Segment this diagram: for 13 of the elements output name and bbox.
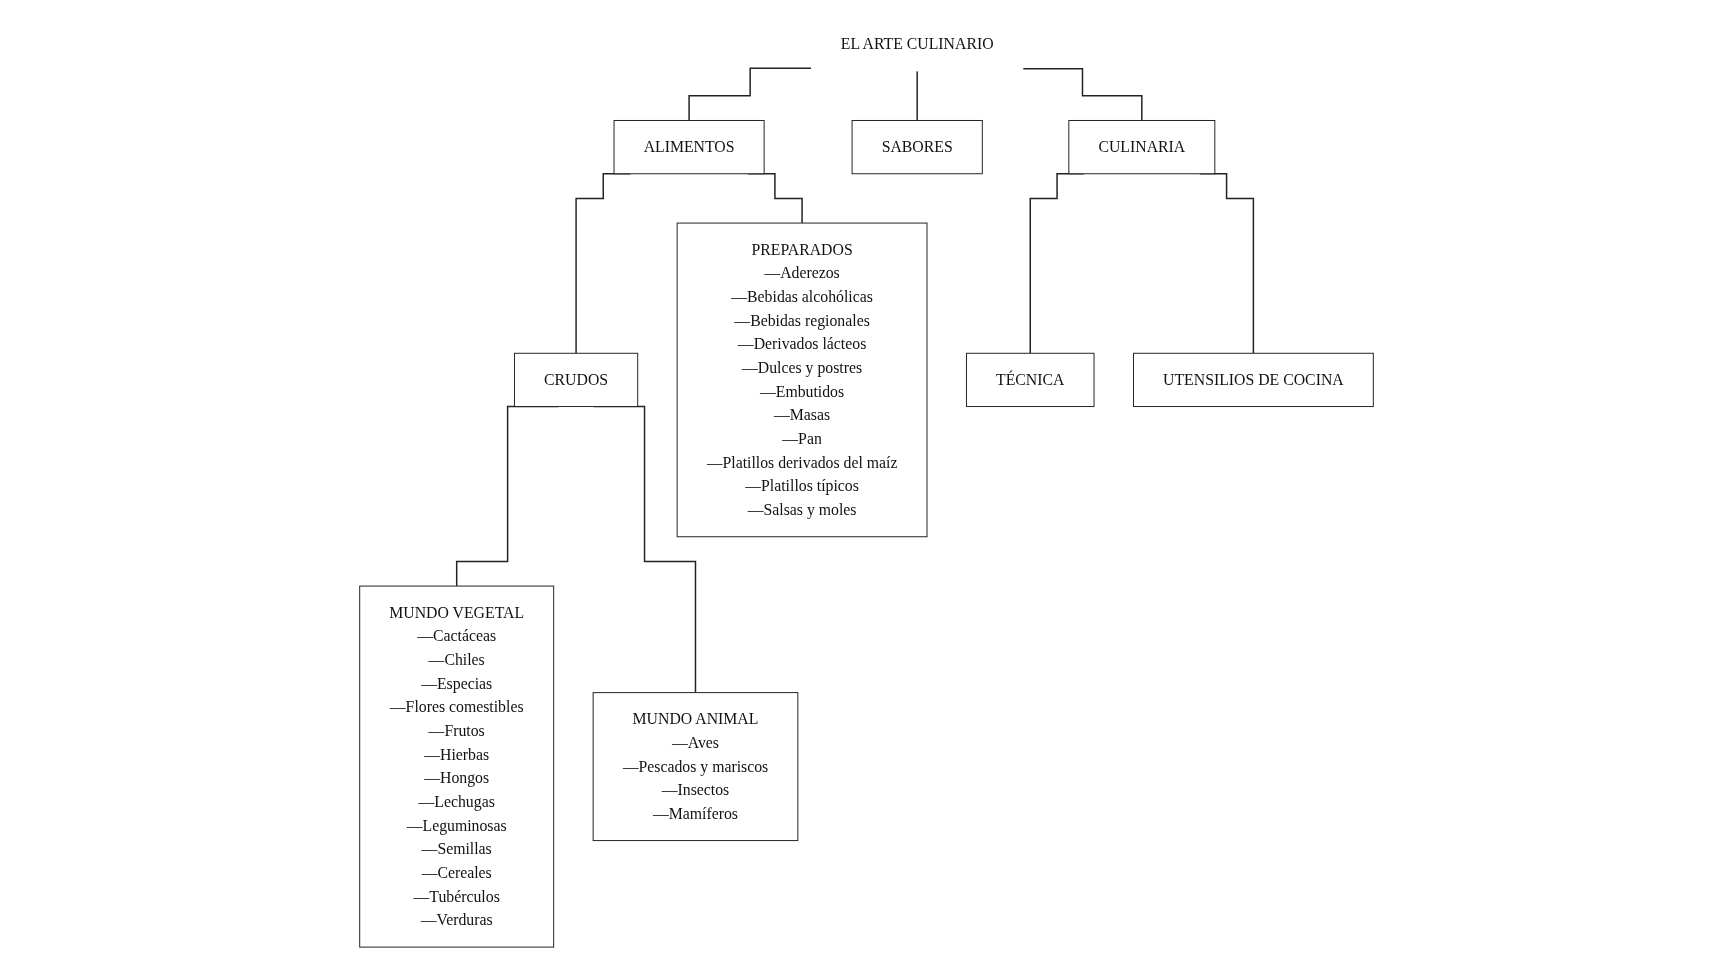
node-box: MUNDO ANIMAL —Aves —Pescados y mariscos —Insectos —Mamíferos — [592, 692, 799, 842]
connector — [1022, 68, 1143, 122]
node-box: TÉCNICA — [965, 352, 1095, 408]
node-text: EL ARTE CULINARIO — [840, 35, 994, 53]
node-box: ALIMENTOS — [613, 120, 765, 175]
node-box: MUNDO VEGETAL —Cactáceas —Chiles —Especias —Flores comestibles —Frutos —Hierbas —Hongos —Lechugas —Leguminosas —Semillas —Cereales —Tubérculos —Verduras — [359, 585, 555, 948]
node-box: PREPARADOS —Aderezos —Bebidas alcohólicas —Bebidas regionales —Derivados lácteos —Dulces y postres —Embutidos —Masas —Pan —Platillos derivados del maíz —Platillos típicos —Salsas y moles — [676, 222, 928, 538]
node-box: CRUDOS — [514, 352, 639, 408]
node-box: UTENSILIOS DE COCINA — [1133, 352, 1374, 408]
node-box: CULINARIA — [1068, 120, 1216, 175]
connector — [916, 70, 918, 122]
node-box: SABORES — [851, 120, 983, 175]
connector — [688, 67, 812, 122]
